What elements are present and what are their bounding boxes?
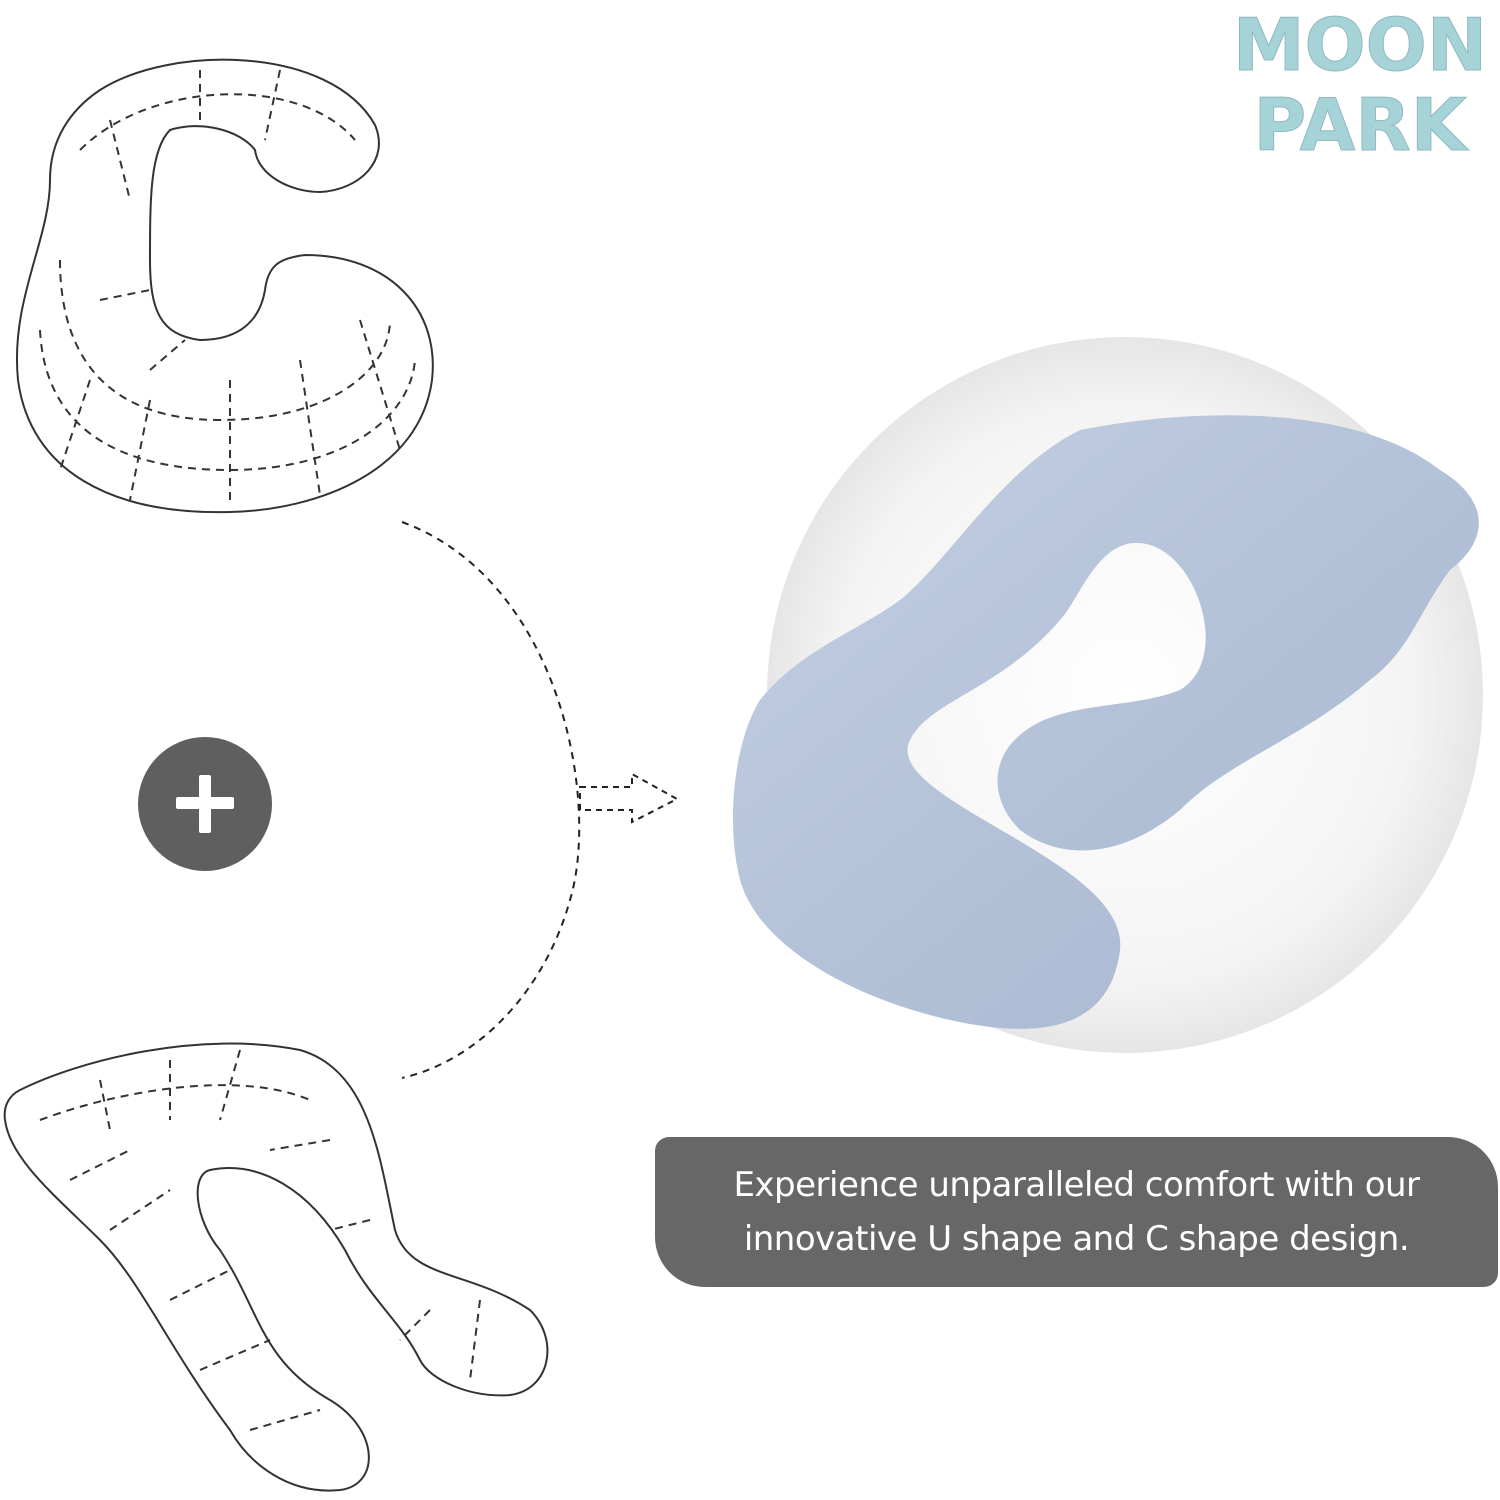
caption-banner: Experience unparalleled comfort with our… <box>655 1137 1498 1287</box>
logo-line1: MOON <box>1233 3 1487 87</box>
plus-icon <box>176 775 234 833</box>
logo-line2: PARK <box>1253 83 1468 167</box>
u-shape-pillow-photo <box>732 415 1479 1029</box>
plus-badge <box>138 737 272 871</box>
caption-line2: innovative U shape and C shape design. <box>743 1219 1410 1259</box>
caption-line1: Experience unparalleled comfort with our <box>733 1165 1420 1205</box>
dashed-arrow-right-icon <box>579 772 680 824</box>
brand-logo: MOON PARK <box>1230 0 1490 170</box>
c-shape-pillow-diagram <box>16 58 434 514</box>
dashed-arc <box>401 521 581 1079</box>
u-shape-pillow-diagram <box>3 1042 549 1492</box>
